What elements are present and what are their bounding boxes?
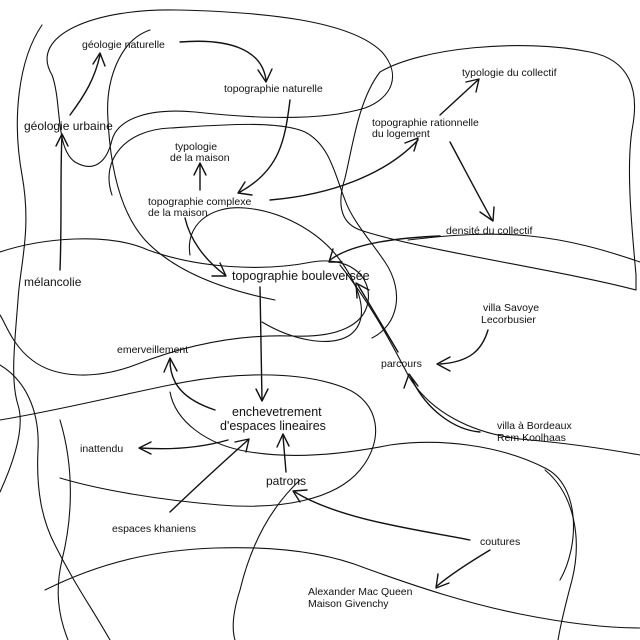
arrowhead-enchevetrement (255, 388, 269, 402)
arrowhead-inattendu (138, 441, 152, 455)
arrowhead-alexander (435, 573, 450, 589)
arrow-bordeaux-to-parcours (409, 374, 481, 433)
node-geologie-urbaine: géologie urbaine (24, 119, 113, 133)
arrow-espaces-khaniens-to-enchevetrement (169, 439, 249, 513)
arrowhead-patrons (292, 489, 308, 503)
node-emerveillement: emerveillement (117, 344, 188, 356)
node-topographie-naturelle: topographie naturelle (224, 83, 323, 95)
arrowhead-parcours-from-savoye (436, 356, 451, 372)
contour-center-blob (188, 207, 363, 342)
node-enchevetrement-line1: enchevetrement (232, 405, 322, 419)
node-densite-collectif: densité du collectif (446, 225, 532, 237)
arrow-melancolie-to-geologie-urbaine (59, 134, 63, 271)
arrow-complexe-to-rationnelle (269, 139, 419, 201)
arrow-geologie-urbaine-to-geologie-naturelle (69, 54, 101, 116)
node-topographie-complexe-line2: de la maison (148, 207, 208, 219)
contour-bottom-left (0, 364, 111, 640)
arrowhead-rationnelle (404, 137, 419, 152)
node-inattendu: inattendu (80, 443, 123, 455)
node-villa-savoye-line1: villa Savoye (483, 302, 539, 314)
contour-top-left (46, 9, 393, 167)
node-typologie-collectif: typologie du collectif (462, 67, 557, 79)
node-villa-bordeaux-line1: villa à Bordeaux (497, 420, 572, 432)
contour-wide-diagonal (107, 29, 276, 301)
arrowhead-typologie-maison (193, 162, 207, 176)
contour-right-bottom (339, 264, 640, 456)
connections (55, 40, 495, 589)
node-topographie-rationnelle-line1: topographie rationnelle (372, 117, 479, 129)
node-espaces-khaniens: espaces khaniens (112, 523, 196, 535)
node-alexander-line1: Alexander Mac Queen (308, 586, 413, 598)
arrow-rationnelle-to-densite (449, 141, 493, 221)
arrow-topographie-naturelle-to-complexe (239, 99, 291, 193)
arrowhead-parcours-from-bordeaux (403, 373, 419, 389)
arrow-patrons-to-enchevetrement (282, 435, 287, 473)
arrowhead-bouleversee-from-complexe (211, 262, 227, 277)
contour-center-loop (108, 123, 398, 339)
arrowhead-bouleversee-from-parcours (355, 282, 370, 299)
arrowhead-topographie-complexe (237, 181, 253, 196)
labels: géologie naturelle topographie naturelle… (24, 39, 572, 610)
arrowhead-emerveillement (163, 357, 178, 373)
arrow-coutures-to-patrons (294, 491, 471, 541)
node-melancolie: mélancolie (24, 275, 82, 289)
node-topographie-rationnelle-line2: du logement (372, 128, 430, 140)
node-villa-savoye-line2: Lecorbusier (481, 314, 536, 326)
node-topographie-bouleversee: topographie bouleversée (232, 269, 370, 283)
contour-bottom-right (544, 469, 577, 640)
arrowhead-typologie-collectif (465, 78, 480, 93)
node-enchevetrement-line2: d'espaces lineaires (220, 419, 326, 433)
node-villa-bordeaux-line2: Rem Koolhaas (497, 432, 566, 444)
node-alexander-line2: Maison Givenchy (308, 598, 389, 610)
arrowhead-enchevetrement-from-khaniens (234, 438, 250, 453)
arrowhead-geologie-naturelle (92, 52, 106, 67)
contour-lower-curve-b (169, 391, 575, 581)
contour-right-box (340, 45, 637, 291)
arrow-densite-to-bouleversee (329, 235, 441, 261)
arrow-enchevetrement-to-emerveillement (169, 359, 216, 411)
contour-lower-curve-a (0, 374, 377, 507)
contour-long-left (0, 24, 43, 493)
node-coutures: coutures (480, 536, 520, 548)
background-contours (0, 9, 640, 640)
contour-bottom-wide (44, 547, 640, 629)
arrow-enchevetrement-to-inattendu (139, 439, 229, 450)
node-typologie-maison-line1: typologie (175, 141, 217, 153)
arrowhead-bouleversee-from-densite (328, 248, 343, 263)
node-topographie-complexe-line1: topographie complexe (148, 196, 251, 208)
contour-mid-left (0, 238, 369, 376)
arrowhead-enchevetrement-from-patrons (276, 433, 290, 448)
arrow-complexe-to-bouleversee (184, 217, 226, 276)
node-parcours: parcours (381, 358, 422, 370)
arrowhead-topographie-naturelle (257, 68, 273, 83)
arrow-parcours-to-bouleversee (357, 284, 399, 353)
arrow-geologie-to-topographie-naturelle (179, 40, 267, 81)
node-patrons: patrons (266, 474, 306, 488)
node-typologie-maison-line2: de la maison (170, 152, 230, 164)
contour-right-bridge (407, 233, 640, 263)
arrowhead-densite (479, 206, 495, 222)
arrow-rationnelle-to-typologie-collectif (439, 79, 479, 116)
node-geologie-naturelle: géologie naturelle (82, 39, 165, 51)
arrow-savoye-to-parcours (439, 329, 489, 365)
arrow-coutures-to-alexander (436, 549, 491, 587)
contour-small-left (57, 419, 71, 640)
arrowhead-geologie-urbaine (55, 133, 69, 147)
arrow-bouleversee-to-enchevetrement (259, 286, 263, 401)
contour-bottom-center (232, 479, 301, 640)
